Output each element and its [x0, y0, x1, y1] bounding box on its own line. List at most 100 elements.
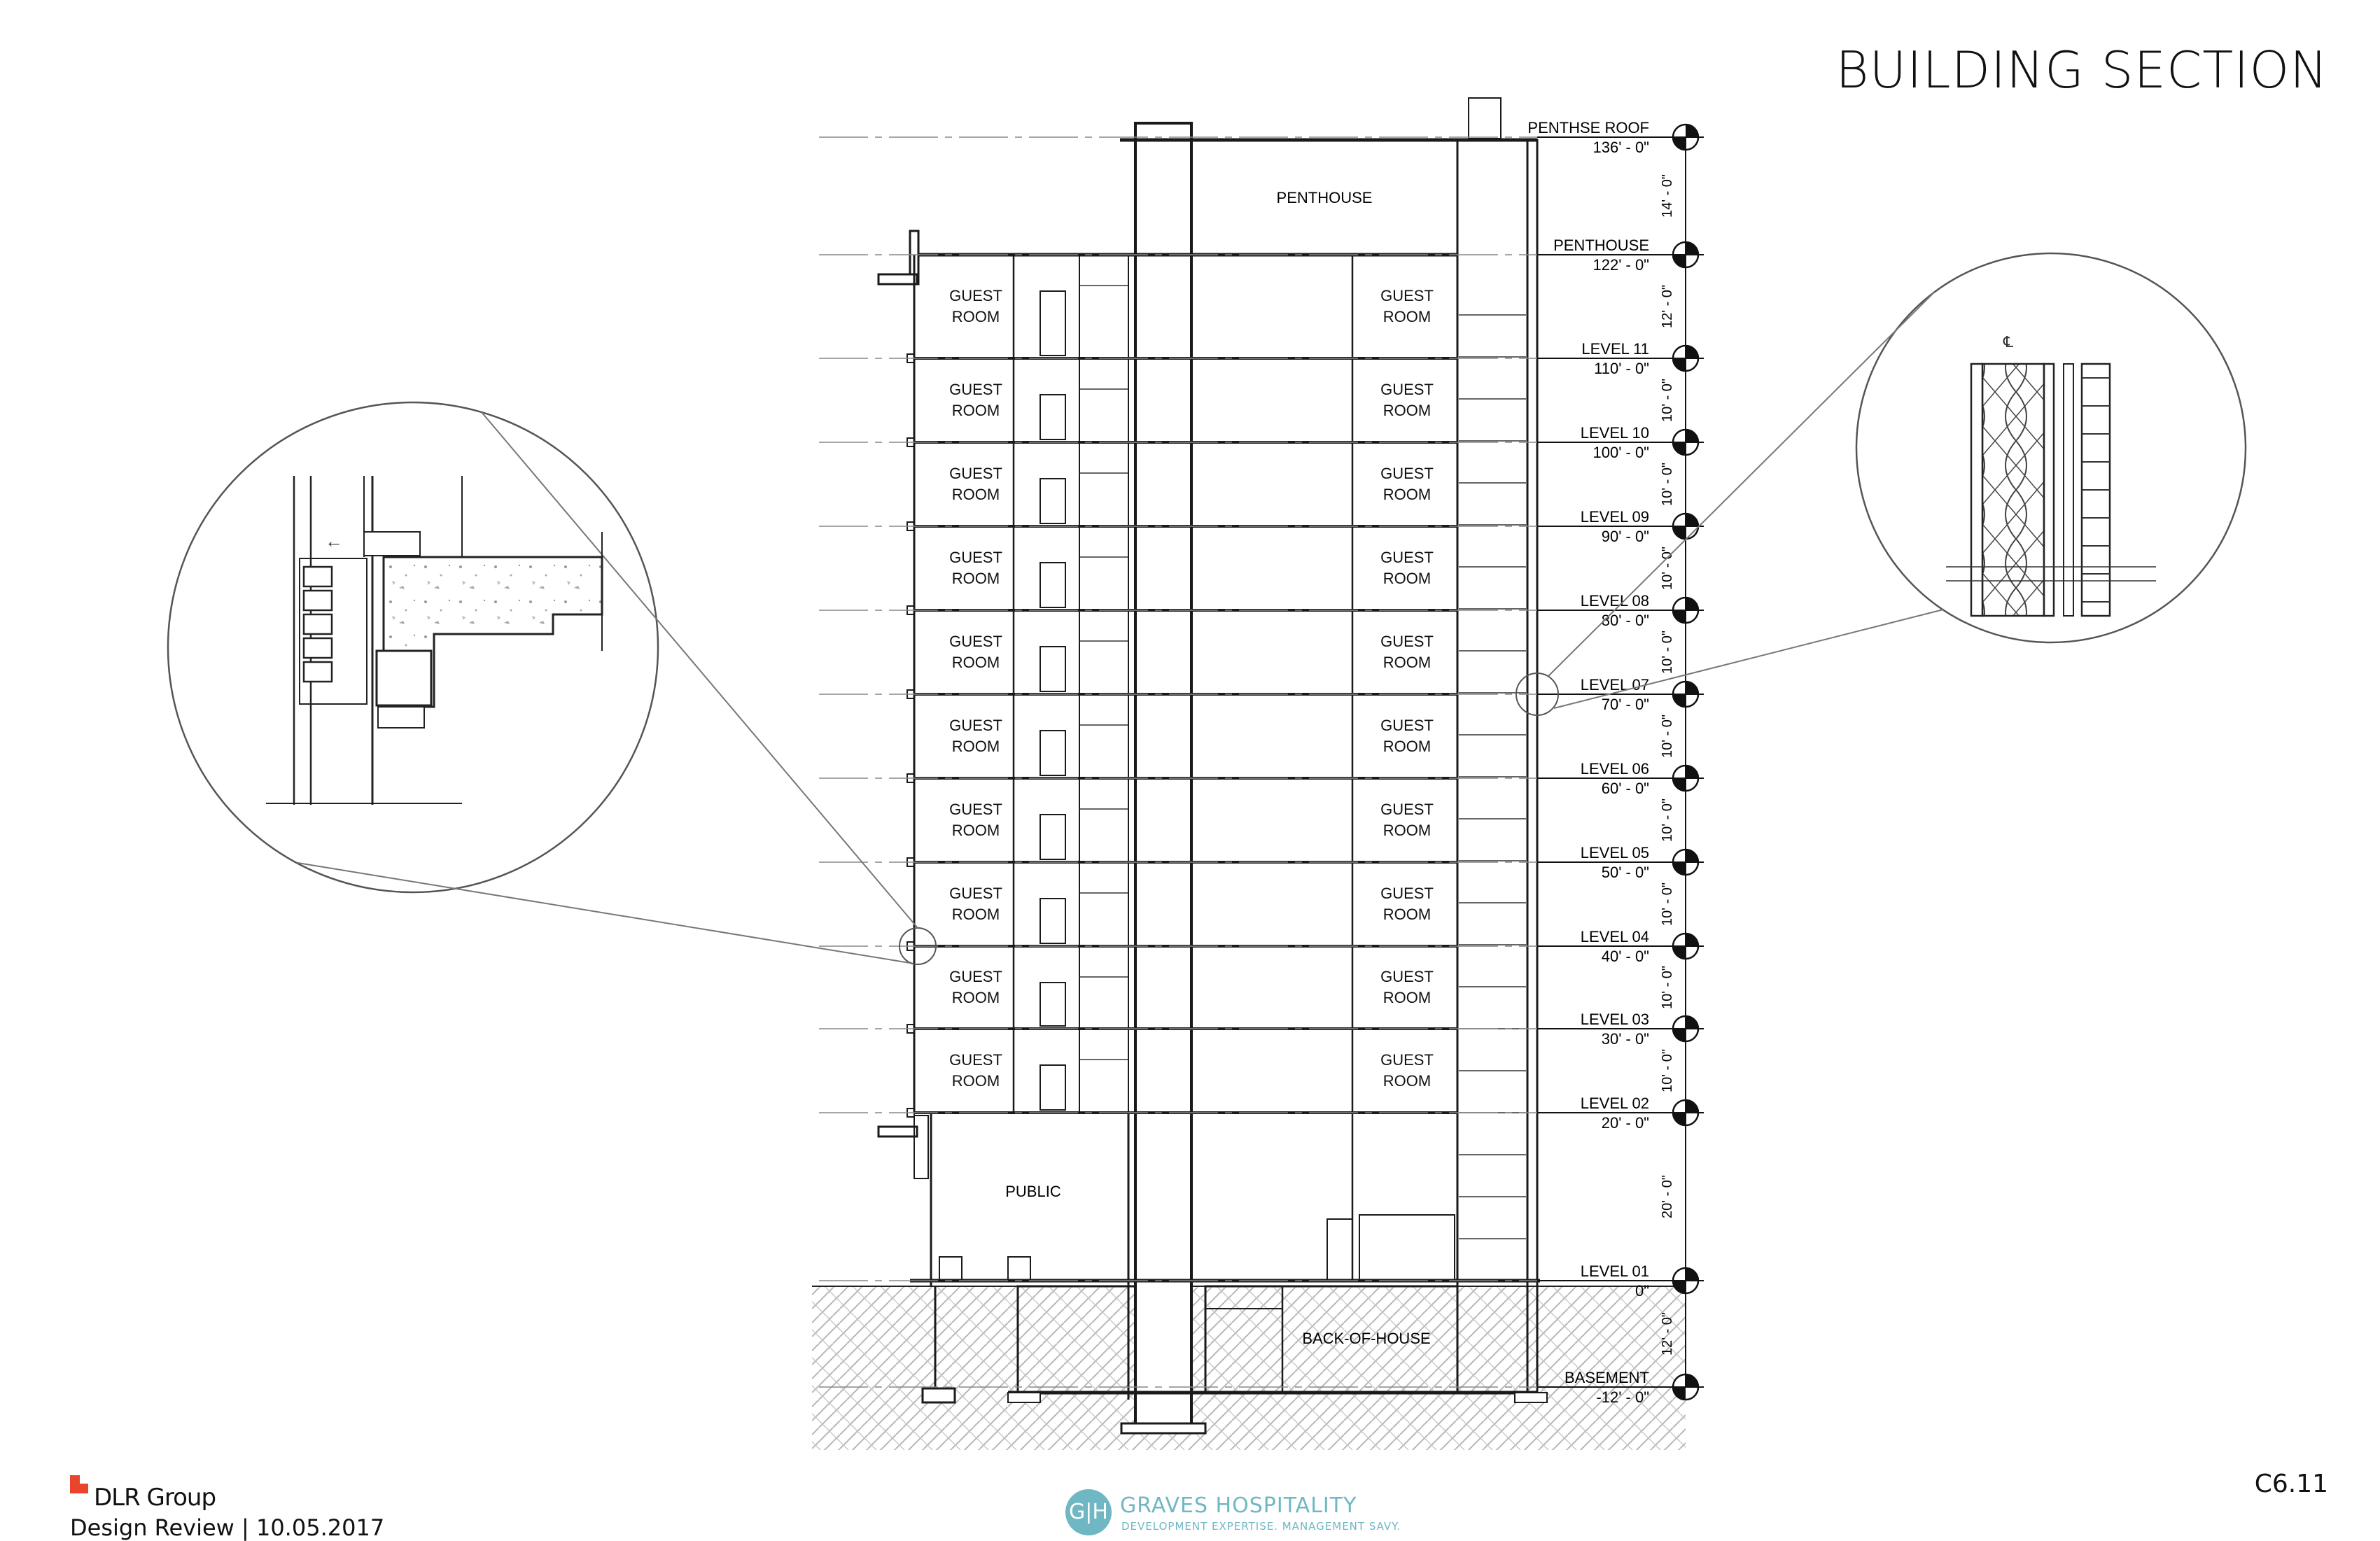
level-name: LEVEL 05 [1581, 844, 1649, 861]
door [1040, 562, 1066, 608]
guest-room-label: GUEST [1380, 549, 1434, 566]
spacing-dimension: 10' - 0" [1660, 379, 1675, 422]
earth-hatch [812, 1286, 1686, 1450]
sheet-number: C6.11 [2254, 1470, 2328, 1498]
footing [921, 1387, 956, 1404]
level-name: LEVEL 01 [1581, 1262, 1649, 1280]
exterior-wall-right [1526, 139, 1539, 1394]
window-sill [377, 706, 425, 729]
spacing-dimension: 10' - 0" [1660, 547, 1675, 590]
target-quadrant [1673, 442, 1686, 455]
level-elevation: 50' - 0" [1602, 864, 1649, 881]
public-label: PUBLIC [1005, 1183, 1061, 1200]
target-quadrant [1686, 125, 1698, 137]
guest-room-label: ROOM [952, 654, 1000, 671]
target-quadrant [1673, 1387, 1686, 1400]
guest-room-label: GUEST [949, 287, 1002, 304]
guest-room-label: ROOM [952, 570, 1000, 587]
door [1040, 730, 1066, 776]
guest-room-label: GUEST [949, 549, 1002, 566]
target-quadrant [1673, 526, 1686, 539]
guest-room-label: ROOM [1383, 654, 1431, 671]
dlr-logo-icon [70, 1475, 88, 1493]
level-elevation: 30' - 0" [1602, 1030, 1649, 1048]
back-of-house-label: BACK-OF-HOUSE [1302, 1330, 1430, 1347]
target-quadrant [1673, 778, 1686, 791]
footing [1514, 1392, 1548, 1403]
target-quadrant [1686, 766, 1698, 778]
guest-room-label: GUEST [1380, 381, 1434, 398]
guest-room-label: GUEST [949, 465, 1002, 482]
air-gap [2063, 363, 2074, 617]
detail-leader [1553, 608, 1945, 709]
guest-room-label: ROOM [1383, 906, 1431, 923]
spandrel-panel [299, 558, 368, 705]
guest-room-label: GUEST [1380, 287, 1434, 304]
client-tagline: DEVELOPMENT EXPERTISE. MANAGEMENT SAVY. [1121, 1520, 1401, 1533]
guest-room-label: GUEST [949, 968, 1002, 985]
level-name: LEVEL 08 [1581, 592, 1649, 610]
target-quadrant [1673, 1113, 1686, 1125]
centerline-icon: ℄ [2003, 333, 2014, 351]
column-base [1007, 1256, 1031, 1281]
target-quadrant [1673, 255, 1686, 267]
detail-callout-wall: ℄ [1516, 252, 2247, 716]
louver-blade [302, 661, 333, 683]
target-quadrant [1673, 1281, 1686, 1293]
level-elevation: 122' - 0" [1592, 256, 1649, 274]
door [1040, 290, 1066, 356]
target-quadrant [1673, 862, 1686, 875]
level-name: LEVEL 11 [1581, 340, 1649, 358]
detail-leader [1548, 291, 1935, 677]
spacing-dimension: 10' - 0" [1660, 798, 1675, 842]
target-quadrant [1673, 946, 1686, 959]
guest-room-label: GUEST [1380, 717, 1434, 734]
target-quadrant [1686, 598, 1698, 610]
client-name: GRAVES HOSPITALITY [1120, 1493, 1357, 1518]
guest-room-label: ROOM [1383, 402, 1431, 419]
level-elevation: 70' - 0" [1602, 696, 1649, 713]
level-elevation: 136' - 0" [1592, 139, 1649, 156]
target-quadrant [1686, 1268, 1698, 1281]
target-quadrant [1686, 346, 1698, 358]
level-name: LEVEL 03 [1581, 1011, 1649, 1028]
door [1040, 982, 1066, 1027]
guest-room-label: ROOM [952, 486, 1000, 503]
target-quadrant [1673, 694, 1686, 707]
level-name: PENTHSE ROOF [1527, 119, 1649, 136]
spacing-dimension: 12' - 0" [1660, 285, 1675, 328]
louver-blade [302, 637, 333, 659]
guest-room-label: GUEST [949, 1051, 1002, 1069]
guest-room-label: ROOM [1383, 822, 1431, 839]
footing [1007, 1392, 1041, 1403]
detail-leader [481, 411, 918, 929]
guest-room-label: GUEST [1380, 1051, 1434, 1069]
room-labels: GUEST ROOM GUEST ROOM GUEST ROOM GUEST ROOM GUES… [949, 189, 1434, 1347]
detail-tag-circle [1516, 673, 1559, 716]
guest-room-label: ROOM [1383, 486, 1431, 503]
door [1040, 898, 1066, 944]
window-head [363, 531, 421, 556]
target-quadrant [1686, 1100, 1698, 1113]
ground-hatch [812, 1286, 1686, 1450]
guest-room-label: ROOM [952, 308, 1000, 325]
sheet-title: BUILDING SECTION [1835, 41, 2328, 99]
firm-name: DLR Group [94, 1484, 216, 1512]
guest-room-label: GUEST [1380, 968, 1434, 985]
guest-room-label: ROOM [952, 822, 1000, 839]
guest-room-label: GUEST [949, 381, 1002, 398]
spacing-dimension: 10' - 0" [1660, 631, 1675, 674]
guest-room-label: ROOM [1383, 738, 1431, 755]
level-name: LEVEL 07 [1581, 676, 1649, 694]
guest-room-label: GUEST [1380, 885, 1434, 902]
stair-shaft [1456, 139, 1529, 1394]
batt-insulation [1981, 363, 2045, 617]
left-canopy-bottom [877, 1125, 918, 1138]
guest-room-label: ROOM [1383, 989, 1431, 1006]
guest-room-label: ROOM [1383, 308, 1431, 325]
level-name: LEVEL 09 [1581, 508, 1649, 526]
level-elevation: -12' - 0" [1596, 1388, 1649, 1406]
